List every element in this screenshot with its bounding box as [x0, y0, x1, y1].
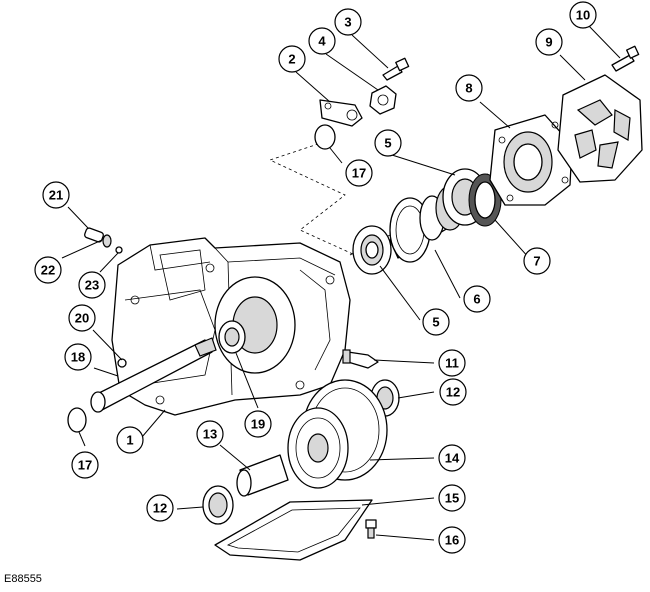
svg-text:5: 5 [432, 315, 439, 330]
callout-16: 16 [438, 526, 466, 554]
circlip-lower [67, 407, 87, 433]
callout-11: 11 [438, 349, 466, 377]
selector-link [319, 99, 363, 127]
callout-19: 19 [244, 410, 272, 438]
gear-14 [287, 379, 388, 489]
callout-1: 1 [116, 426, 144, 454]
svg-text:17: 17 [352, 166, 366, 181]
svg-text:19: 19 [251, 417, 265, 432]
output-shaft [90, 337, 217, 413]
callout-10: 10 [569, 1, 597, 29]
callout-6: 6 [463, 285, 491, 313]
callout-21: 21 [42, 181, 70, 209]
end-cover [489, 114, 573, 206]
svg-text:23: 23 [85, 278, 99, 293]
svg-text:22: 22 [41, 263, 55, 278]
bolt-10 [611, 45, 640, 72]
svg-text:15: 15 [445, 491, 459, 506]
switch-11 [342, 349, 379, 369]
circlip-upper [314, 124, 336, 150]
svg-text:14: 14 [445, 451, 460, 466]
seal-7 [468, 173, 502, 227]
svg-text:17: 17 [78, 458, 92, 473]
callout-7: 7 [523, 247, 551, 275]
callout-14: 14 [438, 444, 466, 472]
svg-text:16: 16 [445, 533, 459, 548]
callout-17-upper: 17 [345, 159, 373, 187]
svg-text:11: 11 [445, 356, 459, 371]
svg-text:6: 6 [473, 292, 480, 307]
svg-text:3: 3 [344, 15, 351, 30]
svg-text:21: 21 [49, 188, 63, 203]
callout-12-right: 12 [439, 378, 467, 406]
callout-8: 8 [455, 74, 483, 102]
callout-20: 20 [68, 304, 96, 332]
bearing-12-left [202, 485, 234, 525]
svg-text:10: 10 [576, 8, 590, 23]
callout-4: 4 [308, 27, 336, 55]
leader-lines [61, 24, 621, 541]
figure-reference-code: E88555 [4, 573, 42, 585]
callout-23: 23 [78, 271, 106, 299]
bolt-3 [382, 57, 410, 81]
callout-12-left: 12 [146, 494, 174, 522]
gasket-9 [557, 74, 643, 183]
svg-text:9: 9 [545, 35, 552, 50]
svg-text:20: 20 [75, 311, 89, 326]
cover-plate [214, 499, 373, 561]
svg-text:4: 4 [318, 34, 326, 49]
callout-13: 13 [196, 420, 224, 448]
svg-text:1: 1 [126, 433, 133, 448]
hex-nut [369, 85, 397, 115]
svg-text:12: 12 [153, 501, 167, 516]
callout-15: 15 [438, 484, 466, 512]
plug-assembly [84, 227, 123, 254]
svg-text:2: 2 [288, 52, 295, 67]
callout-3: 3 [334, 8, 362, 36]
callout-17-lower: 17 [71, 451, 99, 479]
callout-9: 9 [535, 28, 563, 56]
drain-plug [365, 519, 377, 539]
callout-2: 2 [278, 45, 306, 73]
svg-text:18: 18 [71, 350, 85, 365]
callout-5-upper: 5 [374, 129, 402, 157]
bearing-left [352, 225, 392, 275]
svg-text:12: 12 [446, 385, 460, 400]
callouts: 1 2 3 4 5 5 6 7 8 9 10 11 12 12 13 14 15… [34, 1, 597, 554]
callout-22: 22 [34, 256, 62, 284]
pin-20 [117, 358, 127, 368]
svg-text:5: 5 [384, 136, 391, 151]
spacer-tube [236, 454, 289, 497]
callout-18: 18 [64, 343, 92, 371]
callout-5-lower: 5 [422, 308, 450, 336]
svg-text:13: 13 [203, 427, 217, 442]
svg-text:7: 7 [533, 254, 540, 269]
oil-seal [218, 320, 246, 354]
svg-text:8: 8 [465, 81, 472, 96]
